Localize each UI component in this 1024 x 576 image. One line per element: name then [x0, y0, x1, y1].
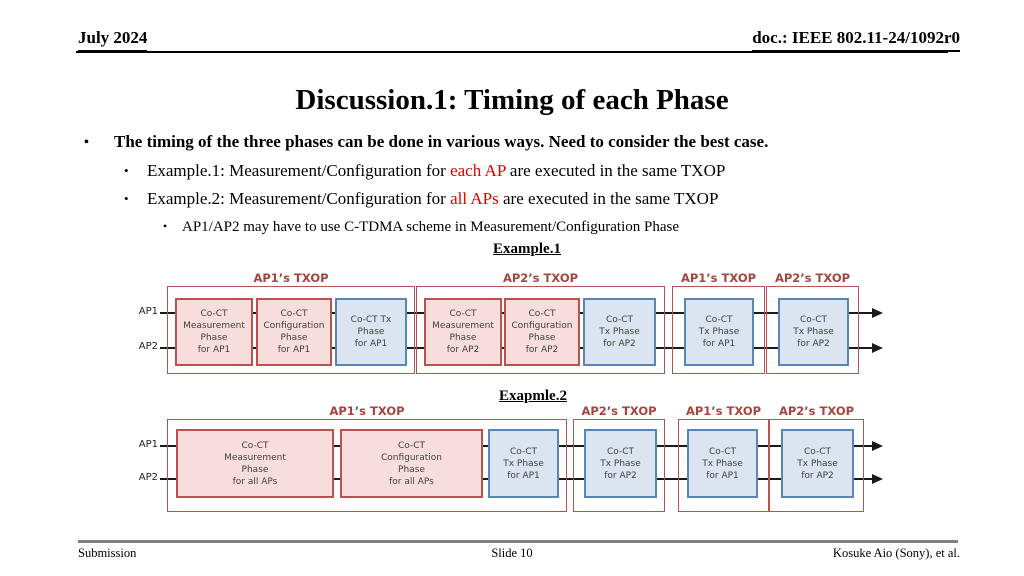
phase-box: Co-CT Tx Phase for AP2	[781, 429, 854, 498]
txop-group: AP2’s TXOP Co-CT Tx Phase for AP2	[573, 404, 665, 512]
example2-title: Exapmle.2	[499, 388, 567, 404]
txop-group: AP1’s TXOP Co-CT Tx Phase for AP1	[672, 271, 765, 374]
bullet-note-text: AP1/AP2 may have to use C-TDMA scheme in…	[182, 219, 680, 235]
txop-group: AP1’s TXOP Co-CT Tx Phase for AP1	[678, 404, 769, 512]
phase-box: Co-CT Configuration Phase for AP2	[504, 298, 580, 366]
phase-box: Co-CT Tx Phase for AP2	[778, 298, 849, 366]
example2-text-pre: Example.2: Measurement/Configuration for	[147, 189, 451, 208]
footer-rule	[78, 540, 958, 543]
bullet-icon: •	[124, 191, 129, 206]
footer-submission: Submission	[78, 546, 137, 560]
txop-group: AP1’s TXOP Co-CT Measurement Phase for al…	[167, 404, 567, 512]
footer-author: Kosuke Aio (Sony), et al.	[832, 546, 960, 560]
footer-slide-number: Slide 10	[491, 546, 533, 560]
phase-box: Co-CT Tx Phase for AP2	[583, 298, 656, 366]
example1-text-pre: Example.1: Measurement/Configuration for	[147, 161, 451, 180]
phase-box: Co-CT Tx Phase for AP1	[687, 429, 758, 498]
phase-box: Co-CT Measurement Phase for AP2	[424, 298, 502, 366]
header-rule	[76, 51, 948, 53]
bullet-example2-text: Example.2: Measurement/Configuration for…	[147, 189, 718, 208]
txop-group: AP2’s TXOP Co-CT Tx Phase for AP2	[769, 404, 864, 512]
bullet-main-text: The timing of the three phases can be do…	[114, 132, 769, 151]
bullet-example1: • Example.1: Measurement/Configuration fo…	[124, 161, 725, 181]
arrowhead-icon	[872, 474, 883, 484]
header-doc-number: doc.: IEEE 802.11-24/1092r0	[752, 28, 960, 52]
bullet-main: • The timing of the three phases can be d…	[84, 132, 768, 152]
phase-box: Co-CT Tx Phase for AP1	[488, 429, 559, 498]
phase-box: Co-CT Measurement Phase for all APs	[176, 429, 334, 498]
txop-label: AP2’s TXOP	[778, 404, 855, 418]
bullet-icon: •	[163, 219, 168, 233]
arrowhead-icon	[872, 308, 883, 318]
bullet-example1-text: Example.1: Measurement/Configuration for…	[147, 161, 725, 180]
txop-group: AP2’s TXOP Co-CT Tx Phase for AP2	[766, 271, 859, 374]
phase-box: Co-CT Tx Phase for AP2	[584, 429, 657, 498]
bullet-note: • AP1/AP2 may have to use C-TDMA scheme i…	[163, 219, 679, 236]
page-title: Discussion.1: Timing of each Phase	[295, 84, 729, 116]
bullet-icon: •	[84, 135, 89, 150]
phase-box: Co-CT Measurement Phase for AP1	[175, 298, 253, 366]
bullet-example2: • Example.2: Measurement/Configuration fo…	[124, 189, 718, 209]
txop-label: AP1’s TXOP	[685, 404, 762, 418]
ap-row-label-ap2: AP2	[138, 472, 158, 483]
arrowhead-icon	[872, 441, 883, 451]
arrowhead-icon	[872, 343, 883, 353]
example1-title: Example.1	[493, 241, 561, 257]
ap-row-label-ap2: AP2	[138, 341, 158, 352]
bullet-icon: •	[124, 163, 129, 178]
header-date: July 2024	[78, 28, 148, 52]
phase-box: Co-CT Configuration Phase for all APs	[340, 429, 483, 498]
phase-box: Co-CT Tx Phase for AP1	[684, 298, 754, 366]
txop-label: AP1’s TXOP	[253, 271, 329, 285]
example2-text-post: are executed in the same TXOP	[498, 189, 719, 208]
ap-row-label-ap1: AP1	[138, 306, 158, 317]
ap-row-label-ap1: AP1	[138, 439, 158, 450]
example1-text-highlight: each AP	[450, 161, 506, 180]
phase-box: Co-CT Tx Phase for AP1	[335, 298, 407, 366]
txop-label: AP2’s TXOP	[774, 271, 851, 285]
txop-label: AP1’s TXOP	[680, 271, 757, 285]
example1-text-post: are executed in the same TXOP	[505, 161, 726, 180]
example2-text-highlight: all APs	[450, 189, 499, 208]
phase-box: Co-CT Configuration Phase for AP1	[256, 298, 332, 366]
txop-label: AP2’s TXOP	[502, 271, 579, 285]
txop-label: AP2’s TXOP	[581, 404, 657, 418]
txop-label: AP1’s TXOP	[329, 404, 405, 418]
